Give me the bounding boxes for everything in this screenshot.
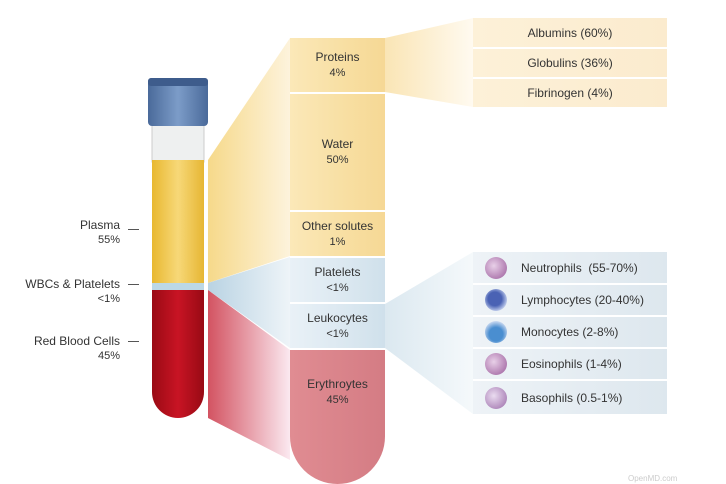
- tube-label-rbc: Red Blood Cells 45%: [10, 334, 120, 364]
- basophil-icon: [485, 386, 507, 409]
- component-water: Water 50%: [290, 94, 385, 210]
- component-name: Water: [321, 137, 354, 151]
- leukocyte-monocytes: Monocytes (2-8%): [473, 317, 667, 347]
- eosinophil-icon: [485, 353, 507, 375]
- leukocyte-label: Lymphocytes (20-40%): [521, 293, 644, 307]
- leukocytes-funnel: [385, 252, 473, 414]
- component-value: 4%: [329, 67, 346, 79]
- wbc-funnel: [208, 257, 290, 348]
- component-erythrocytes: Erythroytes 45%: [290, 350, 385, 484]
- label-value: <1%: [97, 293, 120, 305]
- tube-label-plasma: Plasma 55%: [10, 218, 120, 248]
- component-name: Other solutes: [301, 219, 374, 233]
- component-name: Erythroytes: [307, 377, 368, 391]
- leukocyte-basophils: Basophils (0.5-1%): [473, 381, 667, 414]
- dash: [128, 341, 139, 342]
- neutrophil-icon: [485, 256, 507, 279]
- label-name: WBCs & Platelets: [25, 277, 120, 291]
- leukocyte-label: Eosinophils (1-4%): [521, 357, 622, 371]
- plasma-funnel: [208, 38, 290, 283]
- tube-label-wbcs: WBCs & Platelets <1%: [10, 277, 120, 307]
- component-proteins: Proteins 4%: [290, 38, 385, 92]
- protein-globulins: Globulins (36%): [473, 49, 667, 77]
- label-name: Plasma: [79, 218, 120, 232]
- protein-albumins: Albumins (60%): [473, 18, 667, 47]
- leukocyte-neutrophils: Neutrophils (55-70%): [473, 252, 667, 283]
- test-tube: [148, 78, 208, 418]
- component-value: 1%: [329, 236, 346, 248]
- leukocyte-eosinophils: Eosinophils (1-4%): [473, 349, 667, 379]
- component-value: 50%: [326, 154, 349, 166]
- component-value: <1%: [326, 328, 349, 340]
- component-value: <1%: [326, 282, 349, 294]
- dash: [128, 229, 139, 230]
- label-name: Red Blood Cells: [33, 334, 120, 348]
- monocyte-icon: [485, 321, 507, 343]
- lymphocyte-icon: [485, 289, 507, 311]
- leukocyte-label: Basophils (0.5-1%): [521, 390, 623, 405]
- label-value: 55%: [97, 234, 120, 246]
- protein-fibrinogen: Fibrinogen (4%): [473, 79, 667, 107]
- leukocyte-label: Monocytes (2-8%): [521, 325, 619, 339]
- component-name: Platelets: [314, 265, 361, 279]
- leukocyte-lymphocytes: Lymphocytes (20-40%): [473, 285, 667, 315]
- component-value: 45%: [326, 394, 349, 406]
- label-value: 45%: [97, 350, 120, 362]
- component-name: Leukocytes: [307, 311, 368, 325]
- component-platelets: Platelets <1%: [290, 258, 385, 302]
- component-name: Proteins: [315, 50, 360, 64]
- dash: [128, 284, 139, 285]
- rbc-funnel: [208, 290, 290, 460]
- leukocyte-label: Neutrophils (55-70%): [521, 260, 638, 275]
- proteins-funnel: [385, 18, 473, 107]
- component-other-solutes: Other solutes 1%: [290, 212, 385, 256]
- watermark: OpenMD.com: [628, 474, 678, 483]
- component-leukocytes: Leukocytes <1%: [290, 304, 385, 348]
